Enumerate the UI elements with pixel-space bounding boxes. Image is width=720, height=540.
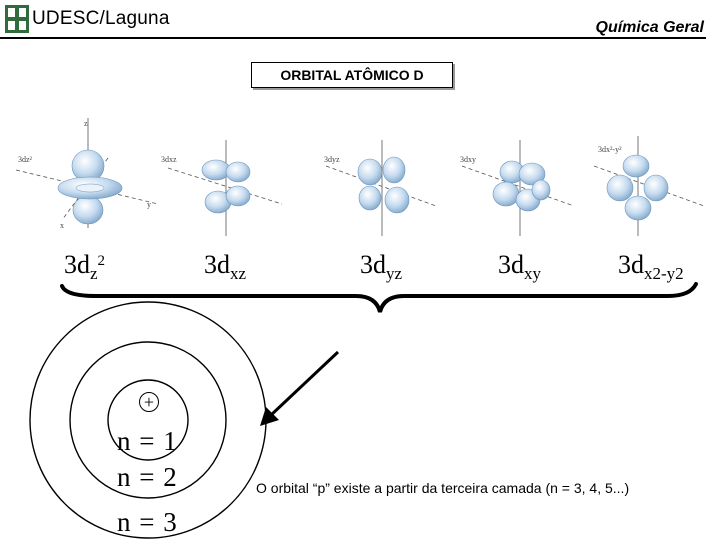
orbital-label-dxz: 3dxz — [204, 250, 246, 284]
axis-y-label: y — [147, 200, 151, 209]
note-text: O orbital “p” existe a partir da terceir… — [256, 478, 706, 498]
shell-label-n2: n = 2 — [117, 462, 178, 493]
dxz-axis-label: 3dxz — [161, 155, 177, 164]
orbital-dz2-drawing: z 3dz² y x — [16, 118, 158, 230]
dx2y2-axis-label: 3dx²-y² — [598, 145, 622, 154]
orbital-label-dz2: 3dz2 — [64, 250, 105, 284]
shell-label-n1: n = 1 — [117, 426, 178, 457]
orbital-label-dxy: 3dxy — [498, 250, 541, 284]
orbital-dxz-drawing: 3dxz — [161, 140, 282, 236]
dz2-axis-label: 3dz² — [18, 155, 33, 164]
brace-icon — [62, 284, 696, 312]
electron-shells — [30, 302, 266, 538]
dxy-axis-label: 3dxy — [460, 155, 476, 164]
orbital-dx2y2-drawing: 3dx²-y² — [594, 136, 704, 236]
orbital-label-dyz: 3dyz — [360, 250, 402, 284]
orbital-dyz-drawing: 3dyz — [324, 140, 436, 236]
axis-x-label: x — [60, 221, 64, 230]
dyz-axis-label: 3dyz — [324, 155, 340, 164]
shell-label-n3: n = 3 — [117, 507, 178, 538]
axis-z-label: z — [84, 119, 88, 128]
orbital-label-dx2y2: 3dx2-y2 — [618, 250, 684, 284]
orbital-dxy-drawing: 3dxy — [460, 140, 574, 236]
arrow-icon — [260, 352, 338, 426]
nucleus-plus: + — [139, 392, 159, 412]
shell-n3 — [30, 302, 266, 538]
